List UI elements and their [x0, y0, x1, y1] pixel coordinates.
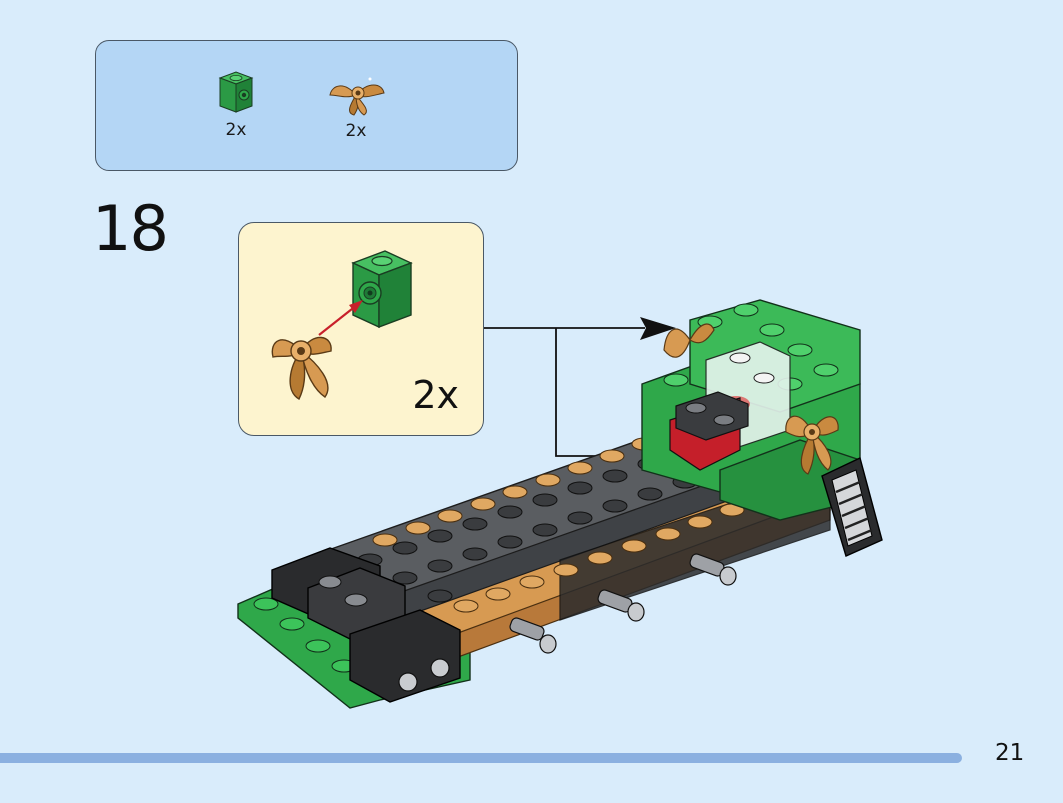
pearl-gold-leaf-plate-icon: [329, 77, 385, 116]
subassembly-illustration: [271, 250, 413, 400]
arrow-head-icon: [640, 317, 676, 340]
part-quantity: 2x: [345, 121, 367, 141]
step-number: 18: [92, 192, 169, 265]
pearl-gold-leaf-plate-icon: [271, 336, 332, 400]
gray-studs: [357, 445, 698, 603]
part-green-bracket: 2x: [196, 68, 276, 140]
axle-pins: [509, 553, 737, 654]
subassembly-quantity: 2x: [412, 373, 459, 417]
pearl-gold-leaf-plate-icon: [785, 415, 839, 475]
part-gold-leaf: 2x: [316, 73, 396, 141]
black-end-blocks: [271, 547, 461, 703]
green-bracket-brick-icon: [218, 71, 254, 113]
page-number: 21: [995, 740, 1025, 766]
parts-list-box: 2x 2x: [95, 40, 518, 171]
grille-tile: [821, 457, 883, 557]
part-quantity: 2x: [225, 120, 247, 140]
pearl-gold-leaf-plate-icon: [663, 323, 715, 358]
green-bracket-brick-icon: [351, 250, 413, 329]
attach-arrow-icon: [318, 300, 363, 336]
subassembly-callout: 2x: [238, 222, 484, 436]
page-progress-bar: [0, 753, 962, 763]
